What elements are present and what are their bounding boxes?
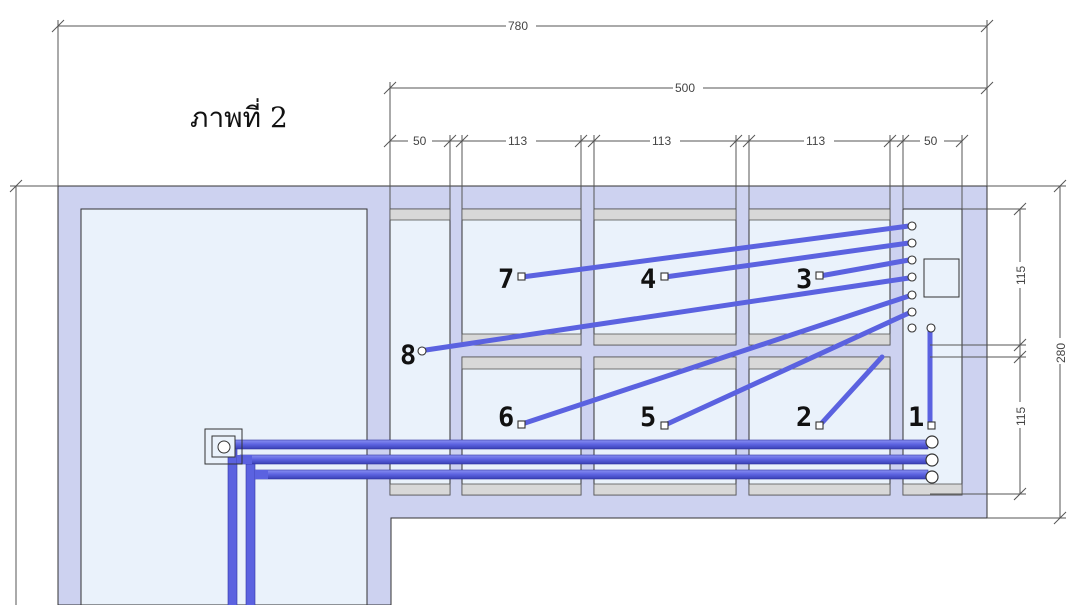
dim-total-height: 280 xyxy=(1054,343,1068,363)
dimension-labels: 780 500 50 113 113 113 50 115 115 280 xyxy=(408,19,1068,428)
outlet-markers xyxy=(417,271,936,430)
figure-title: ภาพที่ 2 xyxy=(190,98,288,134)
label-point-2: 2 xyxy=(796,402,812,433)
label-point-7: 7 xyxy=(498,264,514,295)
label-point-1: 1 xyxy=(908,402,924,433)
room-left xyxy=(80,208,368,605)
branch-pipes xyxy=(423,223,933,428)
beam-strips xyxy=(389,208,963,496)
dim-module-width: 500 xyxy=(675,81,695,95)
pipe-ends xyxy=(925,435,939,484)
label-point-5: 5 xyxy=(640,402,656,433)
dim-seg-2: 113 xyxy=(508,134,527,148)
dim-upper-height: 115 xyxy=(1014,266,1028,285)
dim-seg-3: 113 xyxy=(652,134,671,148)
label-point-4: 4 xyxy=(640,264,656,295)
dim-seg-1: 50 xyxy=(413,134,427,148)
junction-box xyxy=(923,258,960,298)
riser-box xyxy=(204,428,243,465)
dimension-lines xyxy=(9,19,1067,605)
dim-seg-5: 50 xyxy=(924,134,938,148)
dim-lower-height: 115 xyxy=(1014,407,1028,426)
manifold-ports xyxy=(907,221,936,333)
label-point-3: 3 xyxy=(796,264,812,295)
label-point-6: 6 xyxy=(498,402,514,433)
dim-seg-4: 113 xyxy=(806,134,825,148)
dim-overall-width: 780 xyxy=(508,19,528,33)
label-point-8: 8 xyxy=(400,340,416,371)
